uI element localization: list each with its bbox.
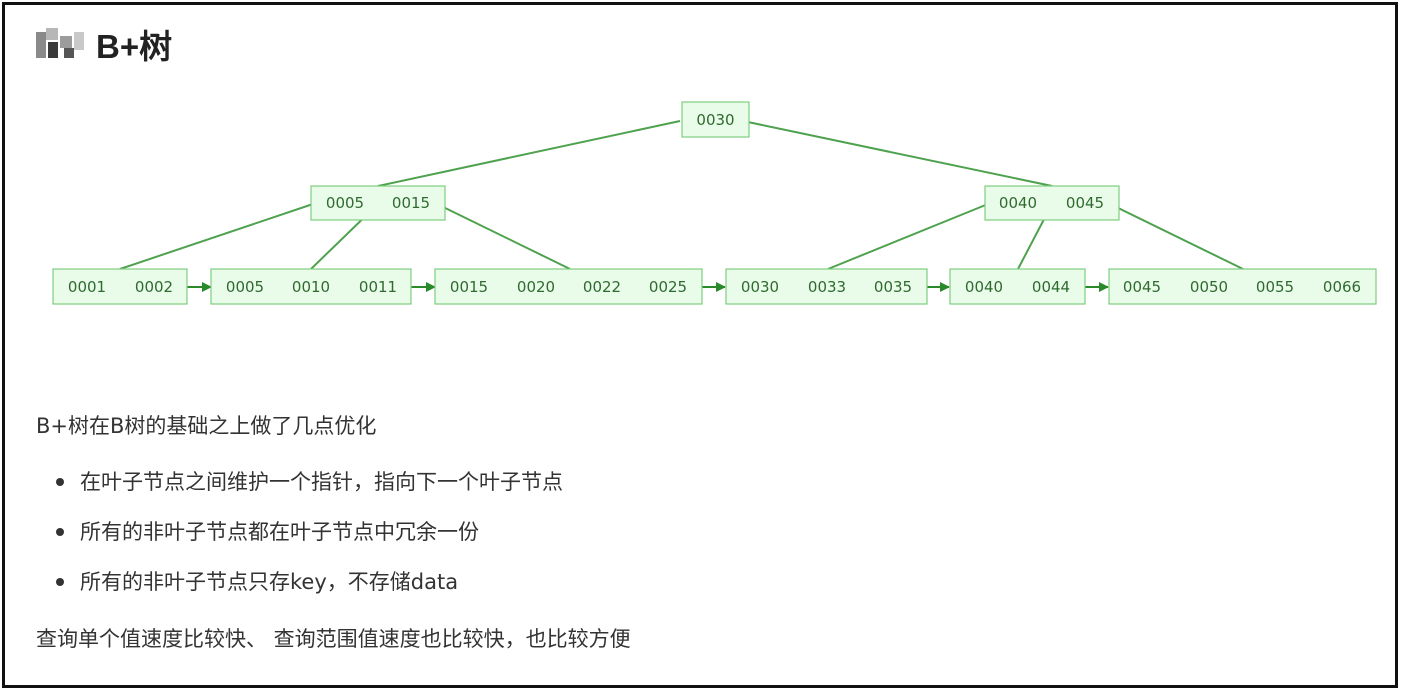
tree-leaf-node-3: 0015 0020 0022 0025 bbox=[434, 268, 703, 305]
edge-internal-2-to-leaf-6 bbox=[1109, 203, 1244, 270]
node-key: 0022 bbox=[583, 278, 621, 296]
tree-root-node: 0030 bbox=[681, 101, 750, 138]
node-key: 0001 bbox=[68, 278, 106, 296]
node-key: 0030 bbox=[696, 111, 734, 129]
page-title: B+树 bbox=[96, 28, 173, 65]
node-key: 0045 bbox=[1066, 194, 1104, 212]
edge-internal-1-to-leaf-3 bbox=[436, 203, 571, 270]
node-key: 0025 bbox=[649, 278, 687, 296]
intro-paragraph: B+树在B树的基础之上做了几点优化 bbox=[36, 414, 377, 438]
node-key: 0050 bbox=[1190, 278, 1228, 296]
node-key: 0010 bbox=[292, 278, 330, 296]
list-item: 所有的非叶子节点都在叶子节点中冗余一份 bbox=[36, 515, 563, 565]
node-key: 0066 bbox=[1323, 278, 1361, 296]
node-key: 0044 bbox=[1032, 278, 1070, 296]
tree-leaf-node-2: 0005 0010 0011 bbox=[210, 268, 412, 305]
list-item-text: 在叶子节点之间维护一个指针，指向下一个叶子节点 bbox=[80, 470, 563, 494]
node-key: 0015 bbox=[450, 278, 488, 296]
heading-marker-icon bbox=[34, 26, 86, 62]
node-key: 0005 bbox=[226, 278, 264, 296]
node-key: 0035 bbox=[874, 278, 912, 296]
node-key: 0002 bbox=[135, 278, 173, 296]
optimization-list: 在叶子节点之间维护一个指针，指向下一个叶子节点 所有的非叶子节点都在叶子节点中冗… bbox=[36, 465, 563, 615]
node-key: 0033 bbox=[808, 278, 846, 296]
tree-leaf-node-4: 0030 0033 0035 bbox=[725, 268, 928, 305]
node-key: 0011 bbox=[359, 278, 397, 296]
node-key: 0055 bbox=[1256, 278, 1294, 296]
tree-leaf-node-1: 0001 0002 bbox=[52, 268, 188, 305]
list-item: 在叶子节点之间维护一个指针，指向下一个叶子节点 bbox=[36, 465, 563, 515]
tree-leaf-node-6: 0045 0050 0055 0066 bbox=[1108, 268, 1377, 305]
summary-paragraph: 查询单个值速度比较快、 查询范围值速度也比较快，也比较方便 bbox=[36, 627, 631, 651]
list-item-text: 所有的非叶子节点都在叶子节点中冗余一份 bbox=[80, 520, 479, 544]
node-key: 0030 bbox=[741, 278, 779, 296]
edge-internal-2-to-leaf-4 bbox=[827, 203, 989, 270]
tree-leaf-node-5: 0040 0044 bbox=[949, 268, 1086, 305]
node-key: 0040 bbox=[999, 194, 1037, 212]
node-key: 0040 bbox=[965, 278, 1003, 296]
node-key: 0015 bbox=[392, 194, 430, 212]
node-key: 0020 bbox=[517, 278, 555, 296]
edge-root-to-internal-2 bbox=[742, 120, 1053, 187]
section-heading: B+树 bbox=[34, 20, 172, 68]
bullet-icon bbox=[56, 528, 64, 536]
tree-internal-node-2: 0040 0045 bbox=[984, 185, 1120, 221]
bullet-icon bbox=[56, 478, 64, 486]
tree-internal-node-1: 0005 0015 bbox=[310, 185, 446, 221]
node-key: 0005 bbox=[326, 194, 364, 212]
edge-internal-1-to-leaf-1 bbox=[119, 203, 314, 270]
node-key: 0045 bbox=[1123, 278, 1161, 296]
list-item-text: 所有的非叶子节点只存key，不存储data bbox=[80, 570, 459, 594]
bullet-icon bbox=[56, 578, 64, 586]
edge-root-to-internal-1 bbox=[377, 120, 681, 187]
list-item: 所有的非叶子节点只存key，不存储data bbox=[36, 565, 563, 615]
bplus-tree-diagram: 0030 0005 0015 0040 0045 0001 0002 0005 … bbox=[52, 101, 1377, 305]
